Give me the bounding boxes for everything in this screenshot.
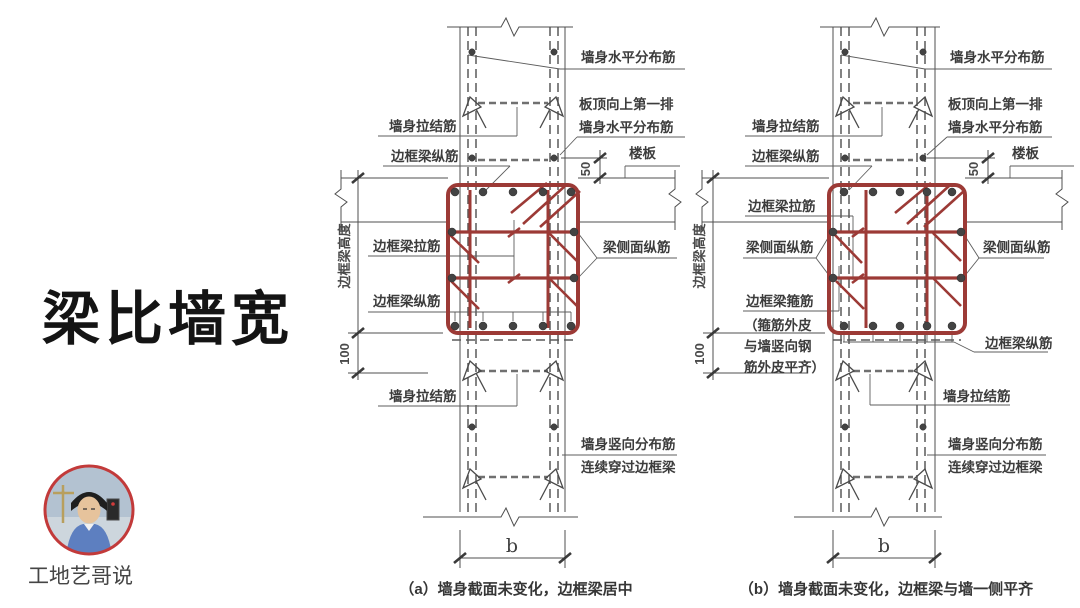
label-wall-horizontal-top: 墙身水平分布筋 [950, 49, 1045, 65]
label-frame-beam-longitudinal-top: 边框梁纵筋 [751, 148, 820, 164]
label-frame-beam-stirrup-line2: （箍筋外皮 [744, 317, 812, 333]
label-frame-beam-longitudinal-top: 边框梁纵筋 [390, 148, 459, 164]
label-wall-tie-top: 墙身拉结筋 [389, 118, 457, 134]
label-hundred: 100 [692, 343, 707, 365]
label-caption: （a）墙身截面未变化，边框梁居中 [399, 580, 632, 598]
label-frame-beam-longitudinal-right: 边框梁纵筋 [984, 335, 1053, 351]
label-fifty: 50 [578, 162, 593, 176]
phone-icon [106, 498, 120, 521]
avatar[interactable] [42, 463, 136, 557]
label-frame-beam-stirrup-line1: 边框梁箍筋 [745, 293, 814, 309]
avatar-shirt [66, 524, 112, 553]
diagram-a-labels: 墙身水平分布筋板顶向上第一排墙身水平分布筋楼板墙身拉结筋边框梁纵筋边框梁拉筋边框… [337, 49, 676, 598]
label-frame-beam-stirrup-line4: 筋外皮平齐） [744, 359, 825, 375]
label-beam-side-longitudinal-left: 梁侧面纵筋 [745, 239, 814, 255]
diagram-b-labels: 墙身水平分布筋板顶向上第一排墙身水平分布筋楼板墙身拉结筋边框梁纵筋边框梁拉筋梁侧… [692, 49, 1053, 598]
label-first-row-above-slab-line2: 墙身水平分布筋 [579, 119, 674, 135]
label-wall-tie-bottom: 墙身拉结筋 [389, 388, 457, 404]
label-frame-beam-tie: 边框梁拉筋 [372, 238, 441, 254]
label-beam-side-longitudinal: 梁侧面纵筋 [602, 239, 671, 255]
label-wall-tie-bottom: 墙身拉结筋 [943, 388, 1011, 404]
label-frame-beam-stirrup-line3: 与墙竖向钢 [744, 338, 812, 354]
label-hundred: 100 [337, 343, 352, 365]
crane-icon [53, 485, 74, 523]
label-slab: 楼板 [629, 145, 657, 161]
diagram-b: 墙身水平分布筋板顶向上第一排墙身水平分布筋楼板墙身拉结筋边框梁纵筋边框梁拉筋梁侧… [692, 16, 1074, 598]
label-width-b: b [878, 535, 890, 557]
diagram-a: 墙身水平分布筋板顶向上第一排墙身水平分布筋楼板墙身拉结筋边框梁纵筋边框梁拉筋边框… [334, 16, 685, 598]
label-beam-height: 边框梁高度 [337, 223, 352, 290]
label-first-row-above-slab-line1: 板顶向上第一排 [948, 96, 1043, 112]
avatar-face [77, 496, 101, 524]
label-first-row-above-slab-line2: 墙身水平分布筋 [948, 119, 1043, 135]
label-first-row-above-slab-line1: 板顶向上第一排 [579, 96, 674, 112]
label-wall-vertical-line2: 连续穿过边框梁 [948, 459, 1043, 475]
label-beam-side-longitudinal-right: 梁侧面纵筋 [982, 239, 1051, 255]
diagram-a-drawing [334, 16, 685, 568]
avatar-ring [43, 464, 135, 556]
label-wall-vertical-line2: 连续穿过边框梁 [581, 459, 676, 475]
label-wall-vertical-line1: 墙身竖向分布筋 [948, 436, 1043, 452]
label-slab: 楼板 [1012, 145, 1040, 161]
diagram-b-drawing [695, 16, 1074, 568]
phone-dot [111, 502, 115, 506]
label-wall-tie-top: 墙身拉结筋 [752, 118, 820, 134]
label-wall-horizontal-top: 墙身水平分布筋 [581, 49, 676, 65]
label-width-b: b [506, 535, 518, 557]
label-beam-height: 边框梁高度 [692, 223, 707, 290]
label-caption: （b）墙身截面未变化，边框梁与墙一侧平齐 [739, 580, 1034, 598]
label-frame-beam-longitudinal-bottom: 边框梁纵筋 [372, 293, 441, 309]
label-frame-beam-tie: 边框梁拉筋 [747, 198, 816, 214]
avatar-collar [84, 524, 94, 531]
avatar-scene [46, 467, 132, 553]
label-fifty: 50 [966, 162, 981, 176]
label-wall-vertical-line1: 墙身竖向分布筋 [581, 436, 676, 452]
avatar-illustration [43, 464, 135, 556]
author-handle: 工地艺哥说 [28, 565, 133, 588]
page-title: 梁比墙宽 [42, 285, 295, 353]
